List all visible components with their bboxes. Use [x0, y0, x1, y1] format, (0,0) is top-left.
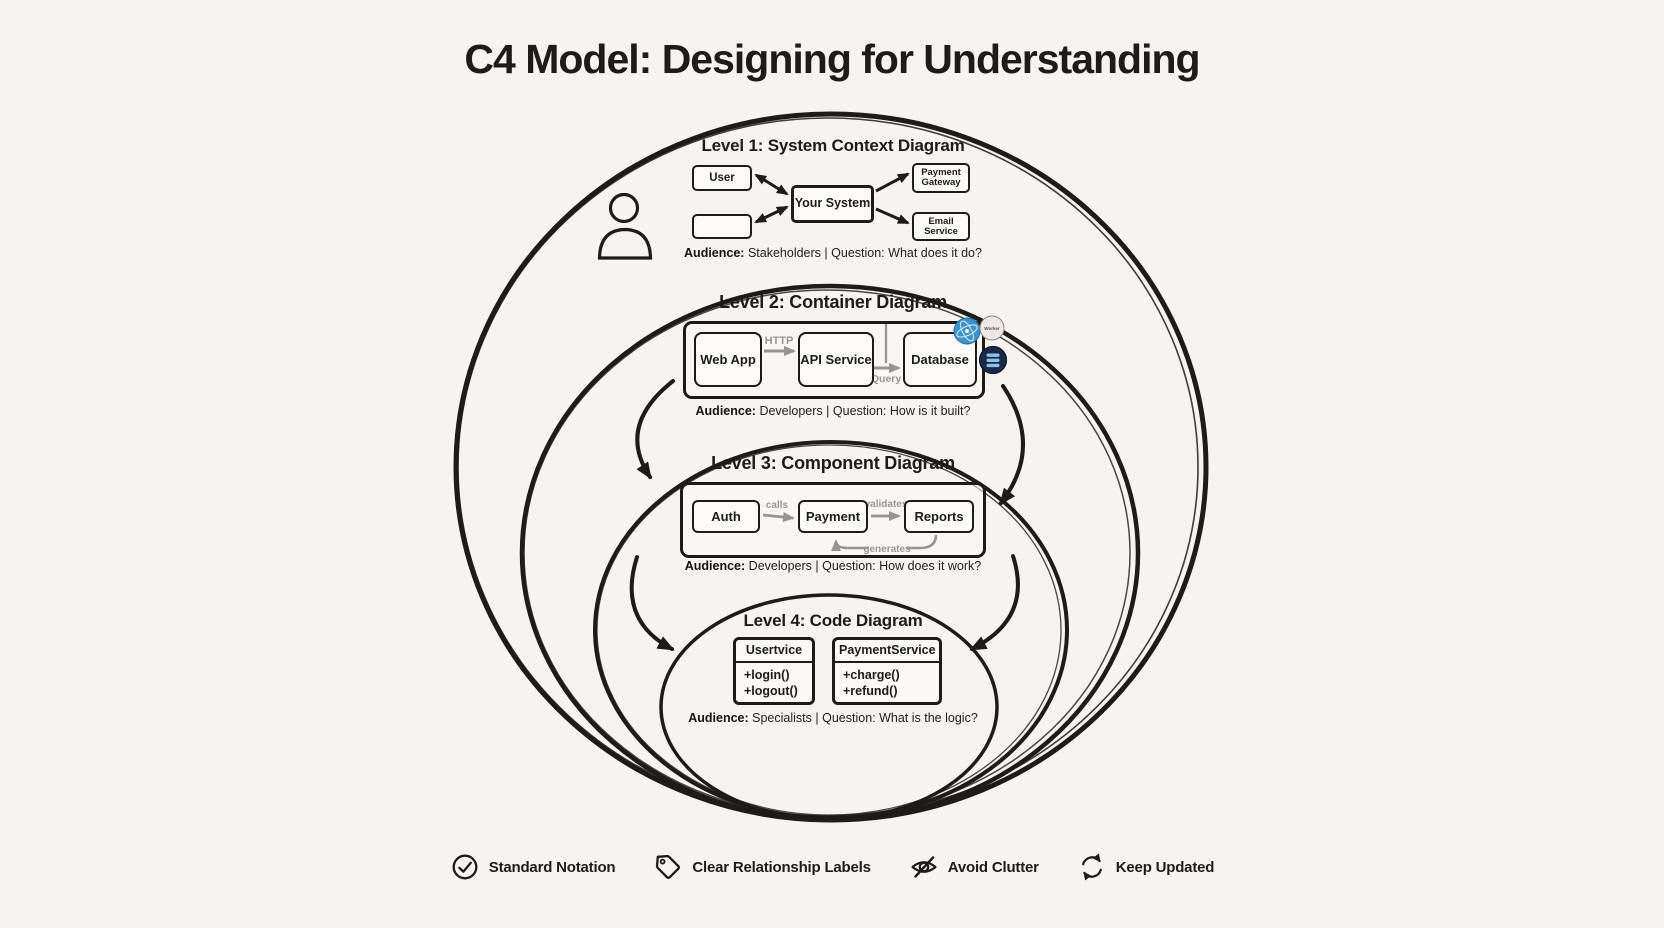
question-label: Question:	[831, 246, 885, 260]
audience-label: Audience:	[695, 404, 756, 418]
node-user: User	[692, 165, 752, 191]
node-payment: Payment	[798, 500, 868, 533]
legend-label: Avoid Clutter	[947, 858, 1039, 876]
separator: |	[815, 711, 819, 725]
level3-caption: Audience: Developers | Question: How doe…	[533, 559, 1133, 573]
arrow-l3-l4-left	[629, 555, 675, 651]
legend-label: Keep Updated	[1115, 858, 1215, 876]
arrow-system-payment-gateway	[875, 172, 910, 193]
method: +charge()	[843, 668, 900, 682]
audience-label: Audience:	[688, 711, 749, 725]
inter-level-arrows	[629, 379, 1025, 651]
legend-label: Standard Notation	[488, 858, 616, 876]
tech-badges: Worker	[953, 315, 1008, 375]
eye-off-icon	[911, 856, 937, 878]
node-payment-gateway: Payment Gateway	[912, 163, 970, 193]
nested-ellipses	[453, 111, 1209, 823]
audience-value: Stakeholders	[747, 246, 821, 260]
node-reports: Reports	[904, 500, 974, 533]
tech-badge-worker-icon: Worker	[979, 315, 1005, 341]
method: +logout()	[744, 684, 798, 699]
class-payment-service: PaymentService +charge() +refund()	[832, 637, 942, 705]
level1-heading: Level 1: System Context Diagram	[701, 136, 965, 155]
method: +refund()	[843, 684, 898, 699]
node-your-system: Your System	[791, 185, 874, 223]
page-title: C4 Model: Designing for Understanding	[464, 36, 1200, 82]
separator: |	[815, 559, 819, 573]
tech-badge-database-icon	[978, 345, 1008, 375]
question-value: How does it work?	[879, 559, 982, 573]
arrow-system-email-service	[875, 207, 910, 225]
legend-label: Clear Relationship Labels	[692, 858, 871, 876]
arrow-l2-l3-left	[635, 379, 675, 480]
node-api-service: API Service	[798, 332, 874, 387]
method: +login()	[744, 668, 790, 682]
question-label: Question:	[832, 404, 887, 418]
level4-caption: Audience: Specialists | Question: What i…	[533, 711, 1133, 725]
person-icon	[597, 192, 653, 260]
audience-value: Developers	[748, 559, 812, 573]
class-user-service: Usertvice +login() +logout()	[733, 637, 815, 705]
legend-item-keep-updated: Keep Updated	[1077, 852, 1214, 882]
level2-heading: Level 2: Container Diagram	[719, 292, 947, 312]
class-name: PaymentService	[835, 640, 939, 663]
tag-icon	[656, 855, 681, 880]
separator: |	[824, 246, 828, 260]
legend-row: Standard Notation Clear Relationship Lab…	[0, 852, 1664, 882]
legend-item-avoid-clutter: Avoid Clutter	[909, 852, 1039, 882]
class-methods: +charge() +refund()	[835, 663, 939, 700]
separator: |	[826, 404, 830, 418]
arrow-user-system	[754, 173, 789, 196]
question-value: How is it built?	[889, 404, 971, 418]
question-label: Question:	[822, 559, 876, 573]
arrow-l3-l4-right	[969, 554, 1020, 651]
audience-label: Audience:	[684, 246, 745, 260]
level4-ellipse	[659, 593, 999, 821]
tech-badge-globe-icon	[953, 317, 981, 345]
level1-arrows	[754, 172, 910, 225]
arrow-l2-l3-right	[999, 384, 1025, 506]
node-auth: Auth	[692, 500, 760, 533]
class-methods: +login() +logout()	[736, 663, 812, 700]
level3-ellipse-sketch	[596, 444, 1062, 816]
arrow-blank-system	[754, 205, 789, 224]
level3-heading: Level 3: Component Diagram	[711, 453, 955, 473]
audience-label: Audience:	[684, 559, 746, 573]
class-name: Usertvice	[736, 640, 812, 663]
legend-item-standard-notation: Standard Notation	[450, 852, 616, 882]
legend-item-clear-relationship-labels: Clear Relationship Labels	[653, 852, 871, 882]
level4-heading: Level 4: Code Diagram	[743, 611, 923, 630]
question-label: Question:	[822, 711, 876, 725]
node-email-service: Email Service	[912, 212, 970, 241]
question-value: What does it do?	[888, 246, 982, 260]
audience-value: Specialists	[752, 711, 812, 725]
level2-caption: Audience: Developers | Question: How is …	[533, 404, 1133, 418]
node-blank	[692, 214, 752, 239]
audience-value: Developers	[759, 404, 823, 418]
question-value: What is the logic?	[879, 711, 978, 725]
worker-badge-label: Worker	[984, 326, 1000, 331]
refresh-icon	[1081, 853, 1102, 881]
node-web-app: Web App	[694, 332, 762, 387]
level1-caption: Audience: Stakeholders | Question: What …	[533, 246, 1133, 260]
check-circle-icon	[452, 854, 478, 880]
